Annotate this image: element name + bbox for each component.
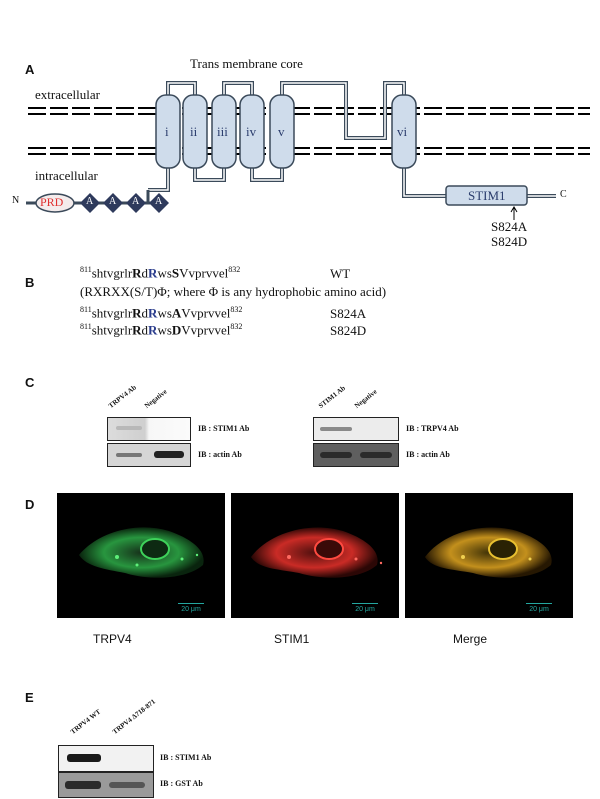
caption-stim1: STIM1 bbox=[274, 632, 310, 646]
topology-diagram bbox=[26, 81, 590, 220]
blot-right-top bbox=[313, 417, 399, 441]
ankyrin-repeats bbox=[80, 193, 169, 213]
ib-stim1-e: IB : STIM1 Ab bbox=[160, 753, 212, 762]
panel-a-letter: A bbox=[25, 62, 35, 77]
intracellular-label: intracellular bbox=[35, 168, 98, 183]
sequence-wt: 811shtvgrlrRdRwsSVvprvvel832 bbox=[80, 265, 241, 281]
lane-negative-right: Negative bbox=[353, 387, 379, 410]
helices bbox=[155, 94, 417, 169]
helix-iii bbox=[211, 94, 237, 169]
transmembrane-core-title: Trans membrane core bbox=[190, 56, 303, 71]
panel-e-letter: E bbox=[25, 690, 34, 705]
membrane-lines bbox=[28, 107, 590, 155]
panel-d-letter: D bbox=[25, 497, 35, 512]
helix-ii bbox=[182, 94, 208, 169]
ankyrin-label-1: A bbox=[86, 196, 94, 207]
blot-left-bottom bbox=[107, 443, 191, 467]
mutant-s824d: S824D bbox=[491, 234, 528, 249]
ib-actin-left: IB : actin Ab bbox=[198, 450, 242, 459]
loops-inner bbox=[148, 82, 556, 197]
micrograph-merge bbox=[405, 493, 573, 618]
lane-negative-left: Negative bbox=[143, 387, 169, 410]
panel-c-letter: C bbox=[25, 375, 35, 390]
helix-label-i: i bbox=[165, 124, 169, 139]
lane-trpv4-delta: TRPV4 Δ718-871 bbox=[111, 697, 158, 736]
stim1-box bbox=[445, 185, 528, 206]
caption-trpv4: TRPV4 bbox=[93, 632, 132, 646]
ib-actin-right: IB : actin Ab bbox=[406, 450, 450, 459]
n-terminus-label: N bbox=[12, 195, 20, 206]
micrograph-stim1 bbox=[231, 493, 399, 618]
lane-stim1-ab: STIM1 Ab bbox=[317, 384, 347, 410]
extracellular-label: extracellular bbox=[35, 87, 100, 102]
scale-bar-trpv4: 20 μm bbox=[176, 603, 206, 613]
c-terminus-label: C bbox=[560, 189, 567, 200]
helix-label-v: v bbox=[278, 124, 285, 139]
lane-trpv4-wt: TRPV4 WT bbox=[69, 707, 103, 736]
helix-v bbox=[269, 94, 295, 169]
ib-gst-e: IB : GST Ab bbox=[160, 779, 203, 788]
blot-e-top bbox=[58, 745, 154, 772]
helix-i bbox=[155, 94, 181, 169]
blot-right-bottom bbox=[313, 443, 399, 467]
s824a-label: S824A bbox=[330, 306, 367, 321]
blot-e-bottom bbox=[58, 772, 154, 798]
helix-label-ii: ii bbox=[190, 124, 198, 139]
scale-bar-merge: 20 μm bbox=[524, 603, 554, 613]
caption-merge: Merge bbox=[453, 632, 488, 646]
stim1-box-label: STIM1 bbox=[468, 188, 506, 203]
helix-label-iv: iv bbox=[246, 124, 257, 139]
sequence-s824a: 811shtvgrlrRdRwsAVvprvvel832 bbox=[80, 305, 243, 321]
helix-label-vi: vi bbox=[397, 124, 408, 139]
ankyrin-label-3: A bbox=[132, 196, 140, 207]
ib-stim1-left: IB : STIM1 Ab bbox=[198, 424, 250, 433]
ib-trpv4-right: IB : TRPV4 Ab bbox=[406, 424, 459, 433]
prd-domain bbox=[35, 193, 75, 213]
mutant-s824a: S824A bbox=[491, 219, 528, 234]
ankyrin-label-4: A bbox=[155, 196, 163, 207]
scale-bar-stim1: 20 μm bbox=[350, 603, 380, 613]
helix-label-iii: iii bbox=[217, 124, 228, 139]
ankyrin-label-2: A bbox=[109, 196, 117, 207]
s824d-label: S824D bbox=[330, 323, 367, 338]
helix-iv bbox=[239, 94, 265, 169]
micrograph-trpv4 bbox=[57, 493, 225, 618]
loops bbox=[148, 81, 556, 198]
sequence-s824d: 811shtvgrlrRdRwsDVvprvvel832 bbox=[80, 322, 243, 338]
helix-vi bbox=[391, 94, 417, 169]
prd-label: PRD bbox=[40, 195, 64, 209]
blot-left-top bbox=[107, 417, 191, 441]
lane-trpv4-ab: TRPV4 Ab bbox=[107, 383, 138, 410]
panel-b-letter: B bbox=[25, 275, 35, 290]
motif-description: (RXRXX(S/T)Φ; where Φ is any hydrophobic… bbox=[80, 284, 387, 299]
wt-label: WT bbox=[330, 266, 351, 281]
